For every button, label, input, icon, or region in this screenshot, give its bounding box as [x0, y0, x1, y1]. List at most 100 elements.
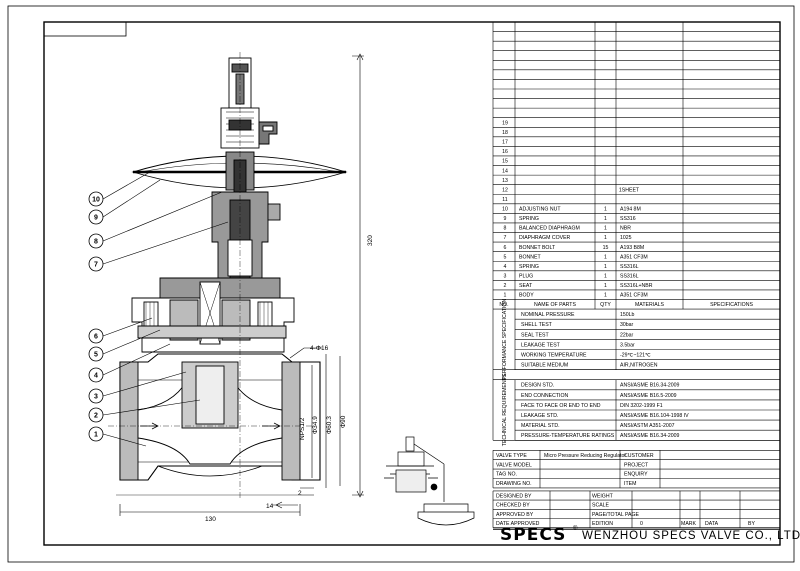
performance-label: SEAL TEST: [521, 332, 550, 338]
right-tables: [492, 21, 780, 530]
balloon-circle: [88, 388, 104, 404]
corner-box: [43, 21, 127, 37]
part-row-name: DIAPHRAGM COVER: [519, 235, 571, 241]
mark-label: MARK: [681, 521, 697, 527]
balloon-leader: [102, 179, 161, 218]
project-label: PROJECT: [624, 462, 649, 468]
part-row-material: SS316: [620, 216, 636, 222]
part-row-material: SS316L+NBR: [620, 283, 653, 289]
part-row-number: 10: [502, 207, 508, 213]
part-row-name: BALANCED DIAPHRAGM: [519, 226, 580, 232]
edition-value: 0: [640, 521, 643, 527]
part-row-qty: 1: [604, 274, 607, 280]
part-row-qty: 1: [604, 226, 607, 232]
performance-value: 22bar: [620, 332, 634, 338]
dim-d-pcd: Φ60.3: [326, 416, 333, 434]
part-row-number: 4: [504, 264, 507, 270]
part-row-qty: 1: [604, 283, 607, 289]
part-row-material: SS316L: [620, 264, 639, 270]
company-logo-mark: ®: [573, 525, 578, 532]
part-row-number: 14: [502, 168, 508, 174]
dim-bolt: 4-Φ16: [310, 345, 329, 352]
dim-overall-height: 320: [367, 235, 374, 246]
balloon-leader: [102, 329, 161, 355]
part-row-number: 6: [504, 245, 507, 251]
part-row-name: SPRING: [519, 264, 539, 270]
technical-value: ANSI/ASME B16.5-2009: [620, 393, 677, 399]
valve-model-label: VALVE MODEL: [496, 462, 532, 468]
balloon-number: 5: [94, 352, 98, 359]
part-row-number: 9: [504, 216, 507, 222]
date-approved-label: DATE APPROVED: [496, 521, 540, 527]
parts-header-no: NO.: [499, 302, 508, 308]
technical-value: ANSI/ASME B16.34-2009: [620, 383, 680, 389]
part-row-material: NBR: [620, 226, 631, 232]
technical-label: PRESSURE-TEMPERATURE RATINGS: [521, 433, 615, 439]
part-row-qty: 1: [604, 293, 607, 299]
scale-label: SCALE: [592, 503, 610, 509]
customer-label: CUSTOMER: [624, 453, 654, 459]
balloon-leader: [102, 171, 151, 200]
technical-value: ANSI/ASTM A351-2007: [620, 423, 675, 429]
technical-label: MATERIAL STD.: [521, 423, 560, 429]
part-row-material: A351 CF3M: [620, 293, 648, 299]
part-row-number: 16: [502, 149, 508, 155]
balloon-number: 7: [94, 262, 98, 269]
part-row-number: 17: [502, 140, 508, 146]
balloon-circle: [88, 233, 104, 249]
performance-section-label: PERFORMANCE SPECIFICATION: [502, 299, 508, 380]
performance-label: NOMINAL PRESSURE: [521, 312, 575, 318]
balloon-number: 2: [94, 413, 98, 420]
dim-2: 2: [298, 490, 302, 497]
performance-label: SUITABLE MEDIUM: [521, 363, 568, 369]
part-row-number: 12: [502, 187, 508, 193]
company-logo: SPECS: [500, 525, 566, 545]
tag-no-label: TAG NO.: [496, 472, 517, 478]
balloon-leader: [102, 371, 187, 397]
item-label: ITEM: [624, 481, 636, 487]
balloon-circle: [88, 367, 104, 383]
part-row-name: BODY: [519, 293, 534, 299]
part-row-name: ADJUSTING NUT: [519, 207, 561, 213]
part-row-number: 19: [502, 120, 508, 126]
balloon-number: 4: [94, 373, 98, 380]
edition-label: EDITION: [592, 521, 613, 527]
parts-header-specifications: SPECIFICATIONS: [710, 302, 753, 308]
by-label: BY: [748, 521, 755, 527]
data-label: DATA: [705, 521, 719, 527]
part-row-number: 15: [502, 159, 508, 165]
dim-span: 130: [205, 516, 216, 523]
parts-header-materials: MATERIALS: [635, 302, 665, 308]
balloon-circle: [88, 407, 104, 423]
technical-label: FACE TO FACE OR END TO END: [521, 403, 601, 409]
part-row-name: SPRING: [519, 216, 539, 222]
part-row-qty: 1SHEET: [619, 187, 640, 193]
part-row-qty: 1: [604, 264, 607, 270]
dimension-lines: [119, 53, 364, 516]
dim-d-conn: NPS1/2: [299, 417, 306, 440]
performance-value: 150Lb: [620, 312, 635, 318]
valve-type-value: Micro Pressure Reducing Regulator: [544, 453, 626, 459]
performance-label: WORKING TEMPERATURE: [521, 353, 587, 359]
performance-value: AIR,NITROGEN: [620, 363, 658, 369]
parts-header-name: NAME OF PARTS: [534, 302, 576, 308]
dim-d-outer: Φ90: [340, 415, 347, 428]
part-row-name: SEAT: [519, 283, 533, 289]
performance-value: 30bar: [620, 322, 634, 328]
designed-by-label: DESIGNED BY: [496, 493, 532, 499]
performance-value: 3.5bar: [620, 342, 635, 348]
miniature-installation-view: [384, 436, 475, 526]
part-row-name: PLUG: [519, 274, 533, 280]
part-row-qty: 1: [604, 207, 607, 213]
part-row-material: SS316L: [620, 274, 639, 280]
dim-d-face: Φ34.9: [312, 416, 319, 434]
balloon-number: 6: [94, 334, 98, 341]
dim-14: 14: [266, 503, 274, 510]
balloon-number: 10: [92, 197, 100, 204]
company-name: WENZHOU SPECS VALVE CO., LTD: [582, 530, 800, 542]
performance-label: SHELL TEST: [521, 322, 553, 328]
balloon-circle: [88, 256, 104, 272]
part-row-qty: 1: [604, 216, 607, 222]
